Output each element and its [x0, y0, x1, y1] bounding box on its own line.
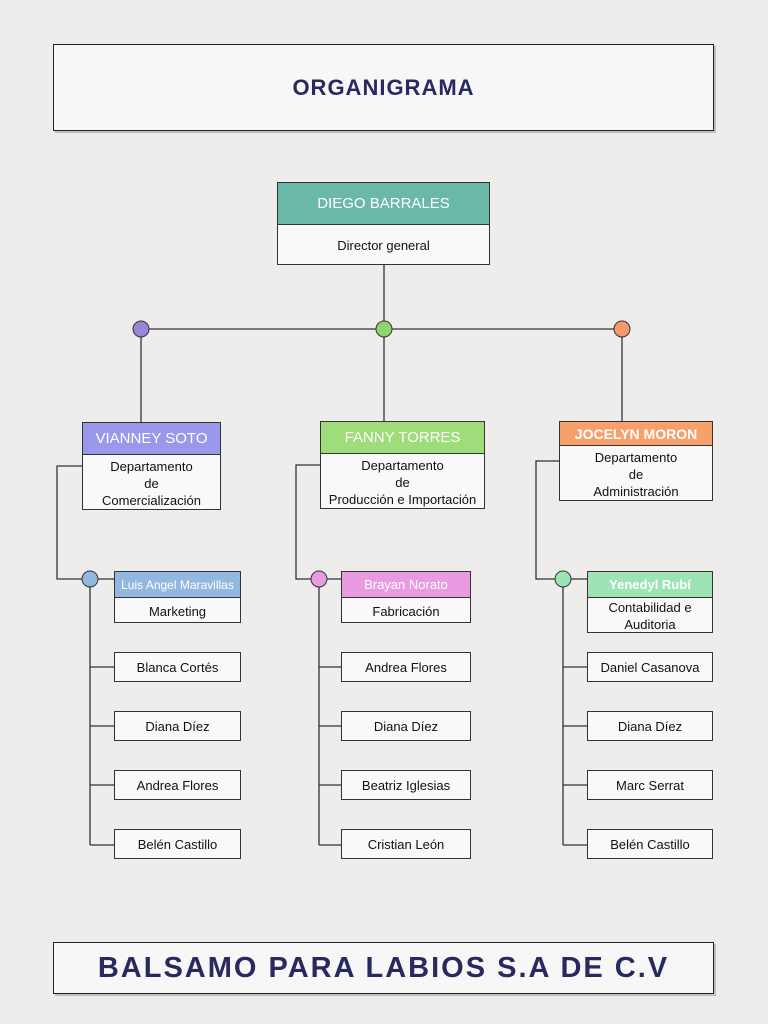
connector-dot-right [613, 320, 631, 338]
team-member: Diana Díez [587, 711, 713, 741]
connector-dot-branch-center [310, 570, 328, 588]
team-member: Marc Serrat [587, 770, 713, 800]
team-member: Belén Castillo [114, 829, 241, 859]
team-member: Blanca Cortés [114, 652, 241, 682]
team-member: Daniel Casanova [587, 652, 713, 682]
team-member: Andrea Flores [341, 652, 471, 682]
team-member: Diana Díez [114, 711, 241, 741]
page-title: ORGANIGRAMA [292, 74, 475, 100]
team-lead-name: Brayan Norato [342, 572, 470, 598]
connector-dot-left [132, 320, 150, 338]
team-member: Cristian León [341, 829, 471, 859]
connector-dot-center [375, 320, 393, 338]
department-name: Departamento de Comercialización [102, 458, 201, 508]
team-lead-card-marketing: Luis Angel Maravillas Marketing [114, 571, 241, 623]
director-card: DIEGO BARRALES Director general [277, 182, 490, 265]
team-member: Andrea Flores [114, 770, 241, 800]
department-name: Departamento de Administración [593, 449, 679, 499]
department-card-administracion: JOCELYN MORON Departamento de Administra… [559, 421, 713, 501]
team-member: Beatriz Iglesias [341, 770, 471, 800]
director-name: DIEGO BARRALES [278, 183, 489, 225]
connector-dot-branch-right [554, 570, 572, 588]
team-lead-role: Contabilidad e Auditoria [608, 600, 692, 632]
team-member: Belén Castillo [587, 829, 713, 859]
team-lead-card-fabricacion: Brayan Norato Fabricación [341, 571, 471, 623]
department-head-name: VIANNEY SOTO [83, 423, 220, 455]
title-frame: ORGANIGRAMA [53, 44, 714, 131]
connector-dot-branch-left [81, 570, 99, 588]
department-head-name: FANNY TORRES [321, 422, 484, 454]
company-name: BALSAMO PARA LABIOS S.A DE C.V [97, 951, 670, 984]
department-card-produccion: FANNY TORRES Departamento de Producción … [320, 421, 485, 509]
team-lead-card-contabilidad: Yenedyl Rubí Contabilidad e Auditoria [587, 571, 713, 633]
company-name-frame: BALSAMO PARA LABIOS S.A DE C.V [53, 942, 714, 994]
team-lead-role: Fabricación [372, 603, 440, 619]
team-lead-name: Luis Angel Maravillas [115, 572, 240, 598]
team-lead-name: Yenedyl Rubí [588, 572, 712, 598]
department-card-comercializacion: VIANNEY SOTO Departamento de Comercializ… [82, 422, 221, 510]
team-member: Diana Díez [341, 711, 471, 741]
team-lead-role: Marketing [148, 603, 207, 619]
director-role: Director general [337, 238, 430, 253]
department-name: Departamento de Producción e Importación [328, 457, 477, 507]
department-head-name: JOCELYN MORON [560, 422, 712, 446]
